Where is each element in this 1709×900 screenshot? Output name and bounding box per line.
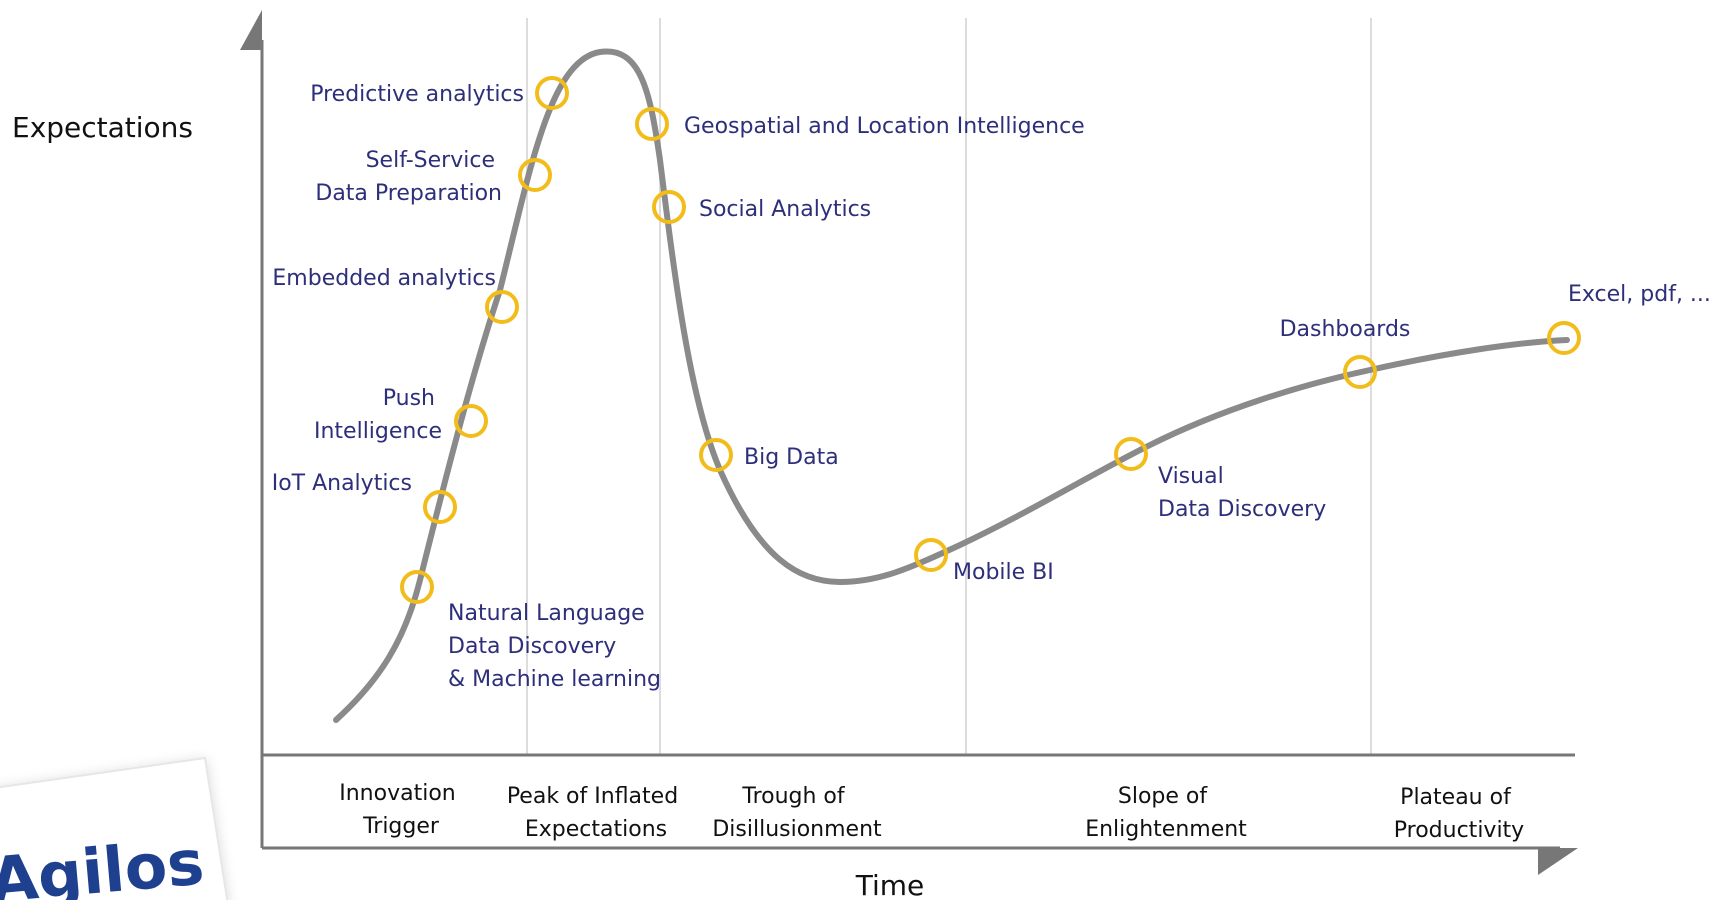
technology-labels: Predictive analytics Self-Service Data P…	[272, 82, 1709, 692]
phase-labels: Innovation Trigger Peak of Inflated Expe…	[339, 781, 1524, 843]
tech-label-self-service: Self-Service Data Preparation	[315, 148, 502, 206]
phase-label-innovation-trigger: Innovation Trigger	[339, 781, 462, 839]
self-service-data-preparation-marker	[518, 158, 552, 192]
hype-curve	[333, 48, 1570, 723]
phase-label-peak: Peak of Inflated Expectations	[507, 784, 685, 842]
tech-label-big-data: Big Data	[744, 445, 839, 470]
excel-pdf-marker	[1547, 321, 1581, 355]
predictive-analytics-marker	[535, 76, 569, 110]
y-axis-arrow-icon	[240, 10, 262, 50]
axes	[240, 10, 1578, 875]
phase-label-slope: Slope of Enlightenment	[1085, 784, 1247, 842]
technology-markers	[400, 76, 1581, 604]
social-analytics-marker	[652, 190, 686, 224]
tech-label-push-intelligence: Push Intelligence	[314, 386, 442, 444]
tech-label-visual-data-discovery: Visual Data Discovery	[1158, 464, 1326, 522]
dashboards-marker	[1343, 355, 1377, 389]
agilos-logo: Agilos	[0, 756, 229, 900]
visual-data-discovery-marker	[1114, 437, 1148, 471]
push-intelligence-marker	[454, 404, 488, 438]
tech-label-natural-language: Natural Language Data Discovery & Machin…	[448, 601, 661, 692]
tech-label-iot-analytics: IoT Analytics	[272, 471, 412, 496]
big-data-marker	[699, 438, 733, 472]
tech-label-mobile-bi: Mobile BI	[953, 560, 1054, 585]
tech-label-geospatial: Geospatial and Location Intelligence	[684, 114, 1085, 139]
iot-analytics-marker	[423, 490, 457, 524]
tech-label-excel-pdf: Excel, pdf, ...	[1568, 282, 1709, 307]
embedded-analytics-marker	[485, 290, 519, 324]
phase-label-plateau: Plateau of Productivity	[1394, 785, 1524, 843]
phase-label-trough: Trough of Disillusionment	[712, 784, 882, 842]
tech-label-embedded-analytics: Embedded analytics	[272, 266, 496, 291]
tech-label-predictive-analytics: Predictive analytics	[310, 82, 524, 107]
x-axis-arrow-icon	[1538, 848, 1578, 875]
x-axis-title: Time	[855, 869, 925, 900]
mobile-bi-marker	[914, 538, 948, 572]
geospatial-marker	[635, 107, 669, 141]
tech-label-dashboards: Dashboards	[1280, 317, 1411, 342]
y-axis-title: Expectations	[12, 111, 193, 144]
natural-language-marker	[400, 570, 434, 604]
tech-label-social-analytics: Social Analytics	[699, 197, 871, 222]
